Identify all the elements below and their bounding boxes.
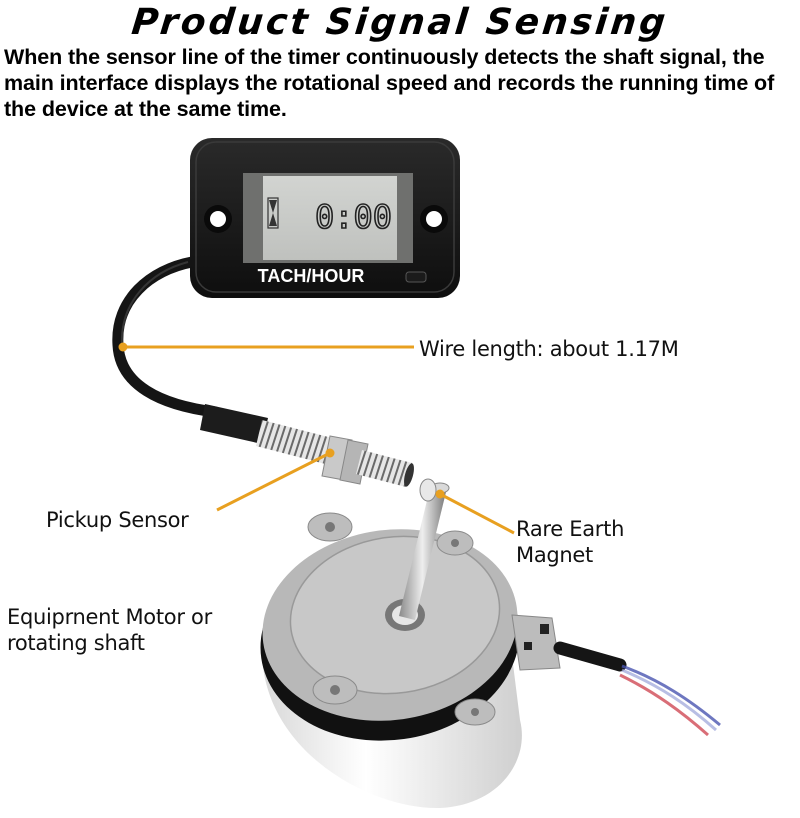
motor-lead-sleeve bbox=[553, 641, 627, 672]
magnet-label-line2: Magnet bbox=[516, 543, 593, 567]
motor-label-line1: Equiprnent Motor or bbox=[7, 605, 212, 629]
pickup-sensor bbox=[200, 404, 414, 487]
wire-length-label: Wire length: about 1.17M bbox=[419, 337, 679, 361]
description-text: When the sensor line of the timer contin… bbox=[4, 45, 775, 121]
device-label: TACH/HOUR bbox=[258, 266, 365, 286]
mounting-hole-right bbox=[426, 211, 442, 227]
mode-button bbox=[405, 271, 427, 283]
pickup-sensor-label: Pickup Sensor bbox=[46, 508, 189, 532]
lcd-screen bbox=[263, 176, 397, 260]
leader-lines bbox=[123, 345, 515, 535]
motor bbox=[260, 512, 561, 809]
rare-earth-magnet bbox=[419, 478, 437, 502]
magnet-label-line1: Rare Earth bbox=[516, 517, 625, 541]
motor-label-line2: rotating shaft bbox=[7, 631, 145, 655]
rotating-shaft bbox=[399, 478, 450, 620]
tach-hour-meter: 0:00 TACH/HOUR bbox=[190, 138, 460, 298]
mounting-hole-left bbox=[210, 211, 226, 227]
hourglass-icon bbox=[267, 197, 279, 229]
lcd-reading: 0:00 bbox=[315, 198, 392, 236]
